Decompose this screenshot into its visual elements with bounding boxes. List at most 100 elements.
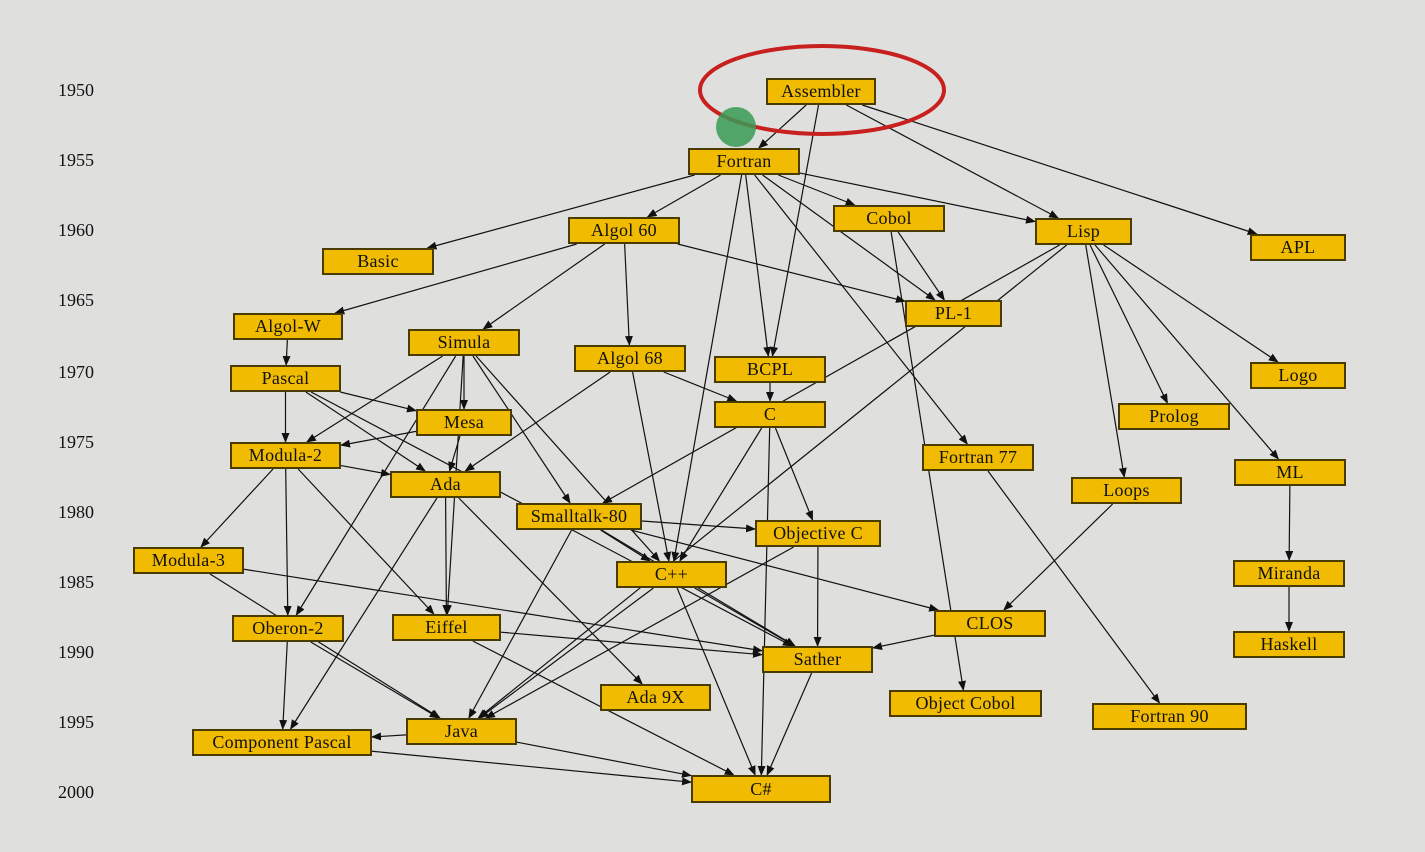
- node-ada[interactable]: Ada: [390, 471, 501, 498]
- edge-oberon2-to-java: [310, 641, 440, 719]
- edge-smalltalk80-to-sather: [601, 529, 796, 647]
- node-assembler[interactable]: Assembler: [766, 78, 876, 105]
- node-mesa[interactable]: Mesa: [416, 409, 512, 436]
- node-fortran-77[interactable]: Fortran 77: [922, 444, 1034, 471]
- edge-fortran-to-lisp: [799, 172, 1036, 224]
- edge-java-to-componentpascal: [371, 732, 407, 741]
- node-pascal[interactable]: Pascal: [230, 365, 341, 392]
- edge-assembler-to-fortran: [758, 104, 807, 149]
- edge-eiffel-to-sather: [500, 631, 763, 658]
- edge-ada-to-eiffel: [442, 497, 451, 615]
- year-label-2000: 2000: [58, 782, 94, 802]
- node-logo[interactable]: Logo: [1250, 362, 1346, 389]
- node-clos[interactable]: CLOS: [934, 610, 1046, 637]
- edge-algolw-to-pascal: [282, 339, 291, 366]
- edge-mesa-to-modula2: [340, 430, 417, 448]
- edge-objectivec-to-java: [484, 546, 794, 719]
- edge-algol60-to-algol68: [624, 243, 633, 346]
- edge-clos-to-sather: [872, 634, 935, 650]
- node-prolog[interactable]: Prolog: [1118, 403, 1230, 430]
- node-algol-60[interactable]: Algol 60: [568, 217, 680, 244]
- node-bcpl[interactable]: BCPL: [714, 356, 826, 383]
- edge-pascal-to-mesa: [340, 391, 417, 413]
- node-loops[interactable]: Loops: [1071, 477, 1182, 504]
- edge-oberon2-to-componentpascal: [279, 641, 288, 730]
- node-haskell[interactable]: Haskell: [1233, 631, 1345, 658]
- node-basic[interactable]: Basic: [322, 248, 434, 275]
- year-label-1950: 1950: [58, 80, 94, 100]
- edge-modula2-to-eiffel: [297, 468, 435, 615]
- node-object-cobol[interactable]: Object Cobol: [889, 690, 1042, 717]
- node-apl[interactable]: APL: [1250, 234, 1346, 261]
- node-eiffel[interactable]: Eiffel: [392, 614, 501, 641]
- edge-fortran-to-fortran77: [754, 174, 968, 445]
- edge-smalltalk80-to-objectivec: [641, 520, 756, 533]
- edge-cobol-to-pl1: [897, 231, 945, 301]
- edge-modula2-to-ada: [340, 464, 391, 477]
- node-ml[interactable]: ML: [1234, 459, 1346, 486]
- edge-ada-to-componentpascal: [290, 497, 438, 730]
- year-label-1960: 1960: [58, 220, 94, 240]
- node-modula-2[interactable]: Modula-2: [230, 442, 341, 469]
- node-oberon-2[interactable]: Oberon-2: [232, 615, 344, 642]
- edge-fortran-to-algol60: [646, 174, 721, 218]
- edge-fortran-to-bcpl: [745, 174, 772, 357]
- edge-ml-to-miranda: [1285, 485, 1294, 561]
- edge-algol60-to-simula: [482, 243, 606, 330]
- node-fortran[interactable]: Fortran: [688, 148, 800, 175]
- node-smalltalk-80[interactable]: Smalltalk-80: [516, 503, 642, 530]
- year-label-1975: 1975: [58, 432, 94, 452]
- edge-loops-to-clos: [1003, 503, 1114, 611]
- node-simula[interactable]: Simula: [408, 329, 520, 356]
- node-cpp[interactable]: C++: [616, 561, 727, 588]
- edge-algol60-to-pl1: [677, 243, 906, 303]
- node-objective-c[interactable]: Objective C: [755, 520, 881, 547]
- edge-c-to-cpp: [679, 427, 763, 562]
- edge-fortran-to-pl1: [762, 174, 936, 301]
- node-component-pascal[interactable]: Component Pascal: [192, 729, 372, 756]
- year-label-1965: 1965: [58, 290, 94, 310]
- node-java[interactable]: Java: [406, 718, 517, 745]
- edge-cpp-to-java: [478, 587, 654, 719]
- edge-algol68-to-ada: [464, 371, 611, 472]
- node-algol-68[interactable]: Algol 68: [574, 345, 686, 372]
- node-algol-w[interactable]: Algol-W: [233, 313, 343, 340]
- edge-pascal-to-ada: [305, 391, 426, 472]
- edge-c-to-objectivec: [774, 427, 814, 521]
- node-modula-3[interactable]: Modula-3: [133, 547, 244, 574]
- edge-ada-to-ada9x: [458, 497, 643, 685]
- edge-assembler-to-lisp: [846, 104, 1060, 219]
- node-c[interactable]: C: [714, 401, 826, 428]
- edge-assembler-to-bcpl: [770, 104, 820, 357]
- edge-fortran-to-cpp: [671, 174, 743, 562]
- edge-lisp-to-prolog: [1089, 244, 1168, 404]
- edge-mesa-to-ada: [448, 435, 461, 472]
- edge-algol68-to-cpp: [632, 371, 672, 562]
- edge-simula-to-oberon2: [295, 355, 457, 616]
- edge-c-to-csharp: [757, 427, 771, 776]
- edge-algol68-to-c: [663, 371, 738, 402]
- node-cobol[interactable]: Cobol: [833, 205, 945, 232]
- edge-simula-to-smalltalk80: [472, 355, 571, 504]
- edge-fortran-to-basic: [426, 174, 695, 250]
- edge-fortran-to-cobol: [778, 174, 856, 206]
- edge-java-to-csharp: [516, 741, 692, 778]
- node-pl-1[interactable]: PL-1: [905, 300, 1002, 327]
- node-fortran-90[interactable]: Fortran 90: [1092, 703, 1247, 730]
- year-label-1980: 1980: [58, 502, 94, 522]
- node-sather[interactable]: Sather: [762, 646, 873, 673]
- edge-simula-to-modula2: [305, 355, 443, 443]
- edge-sather-to-csharp: [766, 672, 813, 776]
- edge-lisp-to-ml: [1094, 244, 1280, 460]
- year-label-1970: 1970: [58, 362, 94, 382]
- edge-algol60-to-algolw: [334, 243, 577, 315]
- edge-cpp-to-csharp: [676, 587, 756, 776]
- node-miranda[interactable]: Miranda: [1233, 560, 1345, 587]
- node-lisp[interactable]: Lisp: [1035, 218, 1132, 245]
- edge-smalltalk80-to-clos: [630, 529, 940, 612]
- node-ada-9x[interactable]: Ada 9X: [600, 684, 711, 711]
- year-label-1985: 1985: [58, 572, 94, 592]
- edge-cpp-to-sather: [694, 587, 796, 647]
- node-csharp[interactable]: C#: [691, 775, 831, 803]
